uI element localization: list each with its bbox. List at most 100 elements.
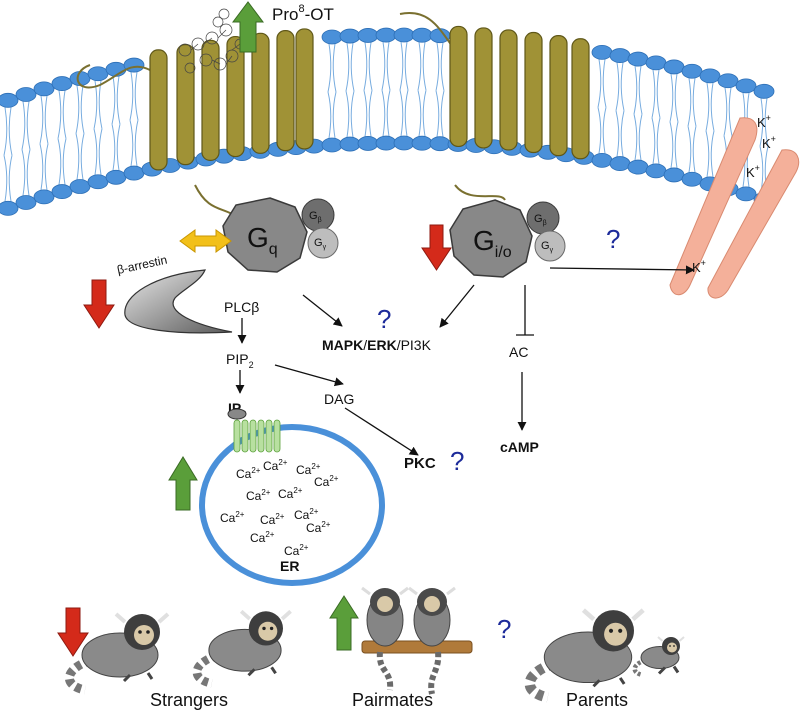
lipid-head bbox=[51, 76, 73, 91]
calcium-ion-label: Ca2+ bbox=[294, 507, 319, 522]
lipid-head bbox=[33, 189, 55, 205]
gio-protein bbox=[449, 199, 566, 278]
gio-beta-label: Gβ bbox=[534, 213, 547, 227]
lipid-head bbox=[0, 92, 19, 108]
lipid-head bbox=[375, 135, 397, 151]
calcium-ion-label: Ca2+ bbox=[306, 520, 331, 535]
receptor-helix bbox=[474, 27, 493, 149]
calcium-ions: Ca2+Ca2+Ca2+Ca2+Ca2+Ca2+Ca2+Ca2+Ca2+Ca2+… bbox=[220, 458, 339, 558]
mapk-label: MAPK/ERK/PI3K bbox=[322, 337, 432, 353]
question-mark-mapk: ? bbox=[377, 304, 391, 334]
lipid-head bbox=[87, 174, 109, 190]
camp-label: cAMP bbox=[500, 439, 539, 455]
lipid-head bbox=[357, 136, 379, 151]
potassium-channel bbox=[669, 117, 800, 299]
endoplasmic-reticulum bbox=[199, 424, 385, 586]
receptor-helix bbox=[571, 38, 590, 160]
lipid-head bbox=[627, 159, 649, 175]
k-ion-label-4: K+ bbox=[692, 258, 706, 275]
receptor-helix bbox=[449, 25, 468, 148]
calcium-ion-label: Ca2+ bbox=[260, 512, 285, 527]
oxytocin-receptor-gq bbox=[76, 28, 314, 221]
lipid-head bbox=[411, 27, 433, 43]
lipid-head bbox=[51, 184, 73, 199]
calcium-ion-label: Ca2+ bbox=[236, 466, 261, 481]
receptor-helix bbox=[524, 31, 543, 154]
gq-protein bbox=[222, 197, 339, 273]
receptor-helix bbox=[295, 28, 314, 150]
receptor-helix bbox=[499, 29, 518, 151]
gio-label: Gi/o bbox=[473, 225, 512, 261]
k-ion-label-3: K+ bbox=[746, 163, 760, 180]
lipid-head bbox=[393, 135, 415, 151]
marmoset-infant bbox=[632, 636, 685, 678]
oxytocin-receptor-gio bbox=[399, 12, 590, 201]
lipid-head bbox=[321, 29, 343, 45]
er-label: ER bbox=[280, 558, 299, 574]
calcium-ion-label: Ca2+ bbox=[250, 530, 275, 545]
question-mark-pkc: ? bbox=[450, 446, 464, 476]
lipid-head bbox=[69, 179, 91, 194]
arrestin-down-arrow-icon bbox=[83, 279, 115, 329]
receptor-helix bbox=[226, 35, 245, 158]
lipid-heads-inner bbox=[0, 135, 775, 216]
lipid-head bbox=[735, 186, 757, 202]
interaction-double-arrow-icon bbox=[179, 229, 232, 253]
ligand-up-arrow-icon bbox=[232, 1, 264, 53]
pip2-label: PIP2 bbox=[226, 351, 254, 370]
pathway-arrows bbox=[235, 265, 695, 456]
beta-arrestin-shape bbox=[124, 269, 233, 334]
lipid-head bbox=[735, 78, 757, 94]
lipid-head bbox=[609, 48, 631, 63]
ip3-receptor-icon bbox=[227, 408, 281, 453]
calcium-ion-label: Ca2+ bbox=[220, 510, 245, 525]
marmoset-parent bbox=[524, 608, 645, 703]
lipid-head bbox=[681, 171, 703, 187]
lipid-head bbox=[717, 73, 739, 89]
lipid-tails bbox=[3, 41, 769, 202]
receptor-helix bbox=[149, 49, 168, 171]
lipid-head bbox=[429, 136, 451, 152]
lipid-head bbox=[681, 63, 703, 79]
ac-label: AC bbox=[509, 344, 528, 360]
receptor-helix bbox=[251, 32, 270, 154]
lipid-head bbox=[321, 137, 343, 153]
receptor-helix bbox=[276, 30, 295, 152]
lipid-head bbox=[753, 83, 775, 99]
lipid-head bbox=[393, 27, 415, 43]
calcium-ion-label: Ca2+ bbox=[263, 458, 288, 473]
pairmates-label: Pairmates bbox=[352, 690, 433, 710]
er-up-arrow-icon bbox=[168, 456, 198, 511]
calcium-ion-label: Ca2+ bbox=[246, 488, 271, 503]
lipid-head bbox=[15, 195, 37, 210]
lipid-head bbox=[663, 167, 685, 183]
dag-label: DAG bbox=[324, 391, 354, 407]
lipid-head bbox=[645, 163, 667, 179]
lipid-head bbox=[33, 81, 55, 97]
lipid-head bbox=[591, 152, 613, 168]
marmoset-stranger-2 bbox=[192, 609, 292, 688]
lipid-head bbox=[123, 165, 145, 181]
gq-label: Gq bbox=[247, 222, 278, 258]
lipid-head bbox=[339, 28, 361, 44]
calcium-ion-label: Ca2+ bbox=[296, 462, 321, 477]
gq-gamma-label: Gγ bbox=[314, 237, 327, 251]
lipid-head bbox=[609, 156, 631, 171]
strangers-label: Strangers bbox=[150, 690, 228, 710]
question-mark-k-channel: ? bbox=[606, 224, 620, 254]
lipid-head bbox=[357, 28, 379, 43]
lipid-head bbox=[105, 169, 127, 185]
beta-arrestin-label: β-arrestin bbox=[116, 253, 169, 277]
cell-membrane bbox=[0, 27, 775, 216]
receptor-helix bbox=[176, 44, 195, 166]
lipid-head bbox=[663, 59, 685, 75]
parents-label: Parents bbox=[566, 690, 628, 710]
receptor-helix bbox=[549, 35, 568, 157]
gio-gamma-label: Gγ bbox=[541, 240, 554, 254]
lipid-head bbox=[411, 135, 433, 151]
calcium-ion-label: Ca2+ bbox=[314, 474, 339, 489]
lipid-head bbox=[375, 27, 397, 43]
calcium-ion-label: Ca2+ bbox=[278, 486, 303, 501]
marmoset-pairmates bbox=[361, 586, 473, 695]
